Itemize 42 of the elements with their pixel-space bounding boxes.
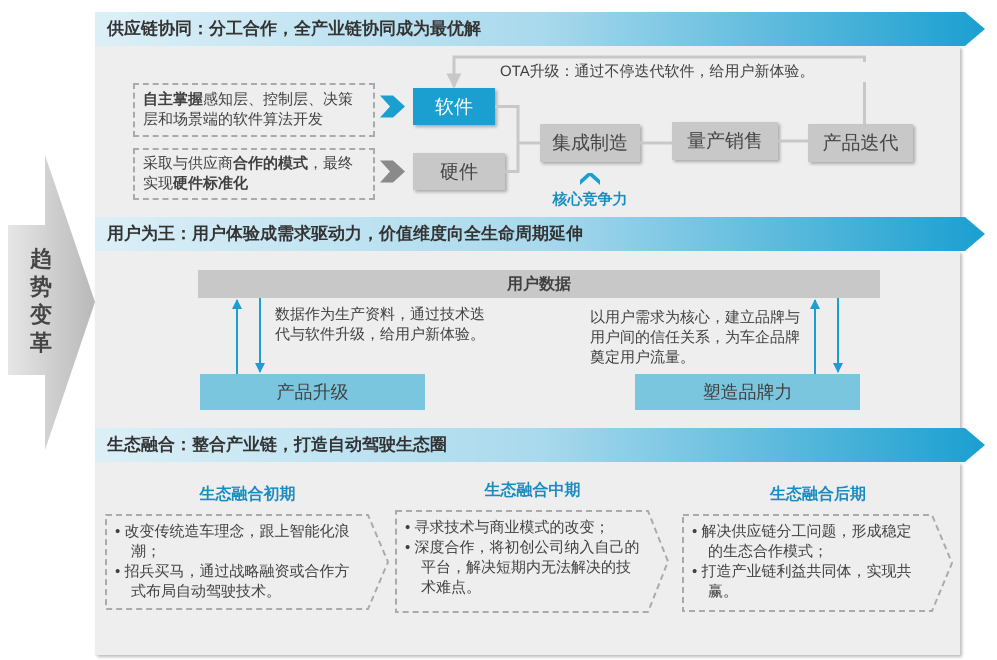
arrow-label: 趋势变革 [28, 245, 53, 357]
bullet-text: • 解决供应链分工问题，形成稳定的生态合作模式； [691, 522, 912, 562]
bullet-text: • 改变传统造车理念，跟上智能化浪潮； [114, 522, 350, 562]
note-box: 自主掌握感知层、控制层、决策层和场景端的软件算法开发 [133, 83, 375, 137]
connector [255, 298, 265, 373]
connector [446, 56, 866, 124]
stage-card [395, 478, 670, 613]
section-heading: 生态融合：整合产业链，打造自动驾驶生态圈 [95, 428, 985, 462]
chevron-arrow [380, 96, 405, 118]
stage-title: 生态融合后期 [768, 484, 867, 505]
section-panel [95, 217, 985, 428]
connector [810, 299, 820, 374]
bullet-text: • 打造产业链利益共同体，实现共赢。 [691, 562, 912, 602]
process-box: 软件 [413, 88, 495, 125]
result-box: 产品升级 [200, 374, 425, 410]
process-box: 量产销售 [672, 122, 778, 160]
bullet-text: • 深度合作，将初创公司纳入自己的平台，解决短期内无法解决的技术难点。 [404, 538, 640, 598]
stage-card [105, 482, 390, 610]
stage-card [682, 482, 954, 612]
section-heading: 用户为王：用户体验成需求驱动力，价值维度向全生命周期延伸 [95, 217, 985, 251]
process-box: 集成制造 [540, 124, 640, 162]
block-arrow [8, 155, 95, 450]
edge-label: 数据作为生产资料，通过技术迭代与软件升级，给用户新体验。 [275, 305, 486, 345]
bullet-text: • 寻求技术与商业模式的改变； [404, 518, 610, 538]
caption-text: 核心竞争力 [551, 190, 628, 209]
data-bar: 用户数据 [198, 270, 880, 298]
section-heading: 供应链协同：分工合作，全产业链协同成为最优解 [95, 12, 985, 46]
chevron-arrow [380, 160, 405, 182]
section-panel [95, 12, 985, 217]
connector [232, 299, 242, 374]
connector [640, 142, 672, 144]
process-box: 产品迭代 [808, 124, 913, 162]
edge-label: 以用户需求为核心，建立品牌与用户间的信任关系，为车企品牌奠定用户流量。 [590, 308, 801, 368]
section-panel [95, 428, 985, 655]
result-box: 塑造品牌力 [635, 374, 860, 410]
bullet-text: • 招兵买马，通过战略融资或合作方式布局自动驾驶技术。 [114, 562, 350, 602]
process-box: 硬件 [413, 153, 505, 190]
stage-title: 生态融合初期 [198, 484, 296, 505]
note-box: 采取与供应商合作的模式，最终实现硬件标准化 [133, 148, 375, 200]
connector [778, 140, 808, 142]
stage-title: 生态融合中期 [483, 480, 582, 501]
connector [833, 298, 843, 373]
